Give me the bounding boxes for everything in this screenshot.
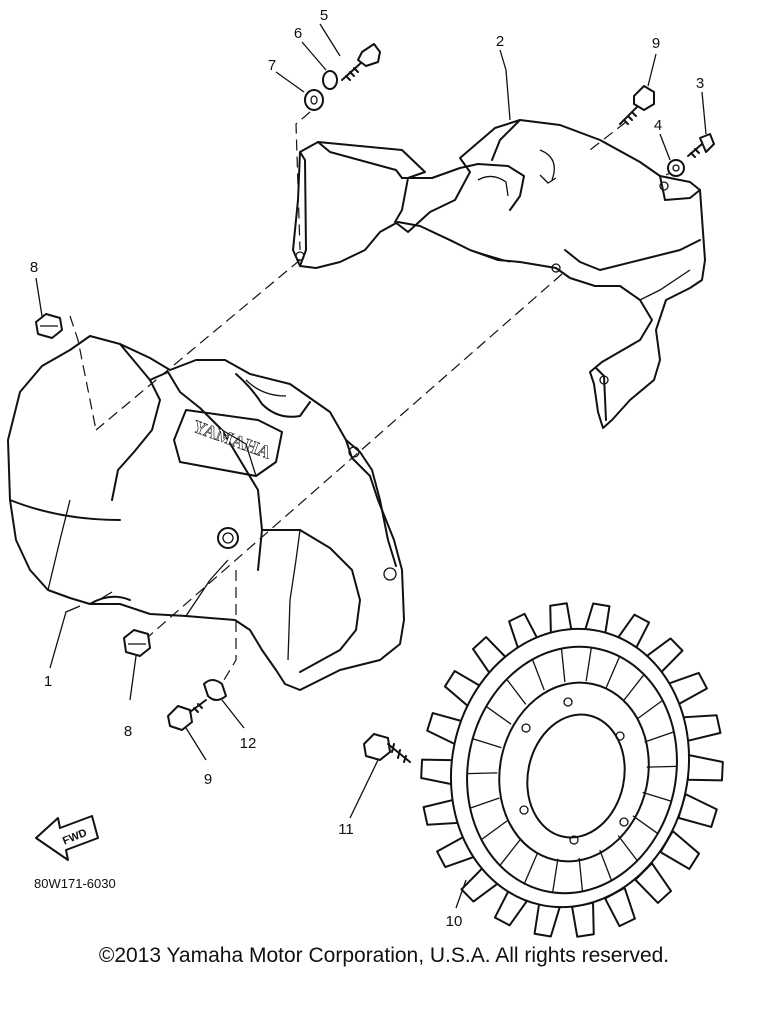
flange-bolt-9-bottom bbox=[167, 699, 207, 731]
callout-6: 6 bbox=[294, 25, 302, 42]
fwd-arrow-icon: FWD bbox=[35, 815, 99, 861]
drawing-code: 80W171-6030 bbox=[34, 876, 116, 891]
callout-4: 4 bbox=[654, 117, 662, 134]
washer-7 bbox=[304, 89, 324, 111]
fan-rib bbox=[499, 839, 521, 866]
fan-rib bbox=[552, 858, 559, 893]
shroud-cover-part: YAMAHA bbox=[7, 335, 405, 691]
fan-rib bbox=[472, 738, 502, 749]
callout-labels: 5 6 7 2 9 3 4 8 1 8 12 9 11 10 bbox=[30, 7, 704, 930]
callout-3: 3 bbox=[696, 75, 704, 92]
callout-9-bottom: 9 bbox=[204, 771, 212, 788]
fan-blade bbox=[686, 754, 724, 782]
leader-lines bbox=[35, 23, 707, 909]
fan-rib bbox=[560, 648, 566, 683]
callout-11: 11 bbox=[338, 821, 354, 838]
exploded-parts-diagram: YAMAHA bbox=[7, 7, 724, 938]
callout-12: 12 bbox=[240, 735, 257, 752]
flange-bolt-9-top bbox=[619, 85, 655, 125]
fan-rib bbox=[636, 699, 664, 720]
callout-8-top: 8 bbox=[30, 259, 38, 276]
fan-rib bbox=[599, 849, 613, 881]
washer-4 bbox=[667, 159, 685, 177]
fan-rib bbox=[506, 678, 527, 705]
fan-rib bbox=[617, 835, 638, 862]
fan-rib bbox=[485, 705, 512, 725]
callout-1: 1 bbox=[44, 673, 52, 690]
fan-rib bbox=[523, 852, 539, 884]
callout-5: 5 bbox=[320, 7, 328, 24]
fan-rib bbox=[646, 765, 677, 768]
alignment-lines bbox=[69, 111, 677, 681]
fan-rib bbox=[632, 815, 659, 835]
screw-3 bbox=[687, 133, 715, 158]
flange-bolt-11 bbox=[363, 733, 411, 763]
nut-8-top bbox=[35, 313, 63, 339]
fan-rib bbox=[531, 659, 545, 691]
fan-rib bbox=[585, 647, 592, 682]
fan-blade bbox=[571, 901, 595, 938]
bolt-5 bbox=[341, 43, 381, 81]
fan-rib bbox=[467, 772, 498, 775]
collar-12 bbox=[203, 679, 227, 701]
fan-rib bbox=[469, 797, 500, 809]
flywheel-fan-part bbox=[420, 602, 724, 938]
callout-10: 10 bbox=[446, 913, 463, 930]
copyright-notice: ©2013 Yamaha Motor Corporation, U.S.A. A… bbox=[98, 944, 670, 967]
nut-8-bottom bbox=[123, 629, 151, 657]
fan-rib bbox=[480, 820, 508, 841]
upper-shroud-part bbox=[292, 119, 706, 429]
fan-rib bbox=[578, 857, 584, 892]
callout-9-top: 9 bbox=[652, 35, 660, 52]
lock-washer-6 bbox=[322, 70, 338, 90]
fan-rib bbox=[644, 731, 675, 743]
callout-7: 7 bbox=[268, 57, 276, 74]
callout-2: 2 bbox=[496, 33, 504, 50]
fan-rib bbox=[623, 674, 645, 701]
callout-8-bottom: 8 bbox=[124, 723, 132, 740]
fan-rib bbox=[605, 656, 621, 688]
fan-blade bbox=[533, 902, 561, 938]
fan-rib bbox=[642, 791, 672, 802]
